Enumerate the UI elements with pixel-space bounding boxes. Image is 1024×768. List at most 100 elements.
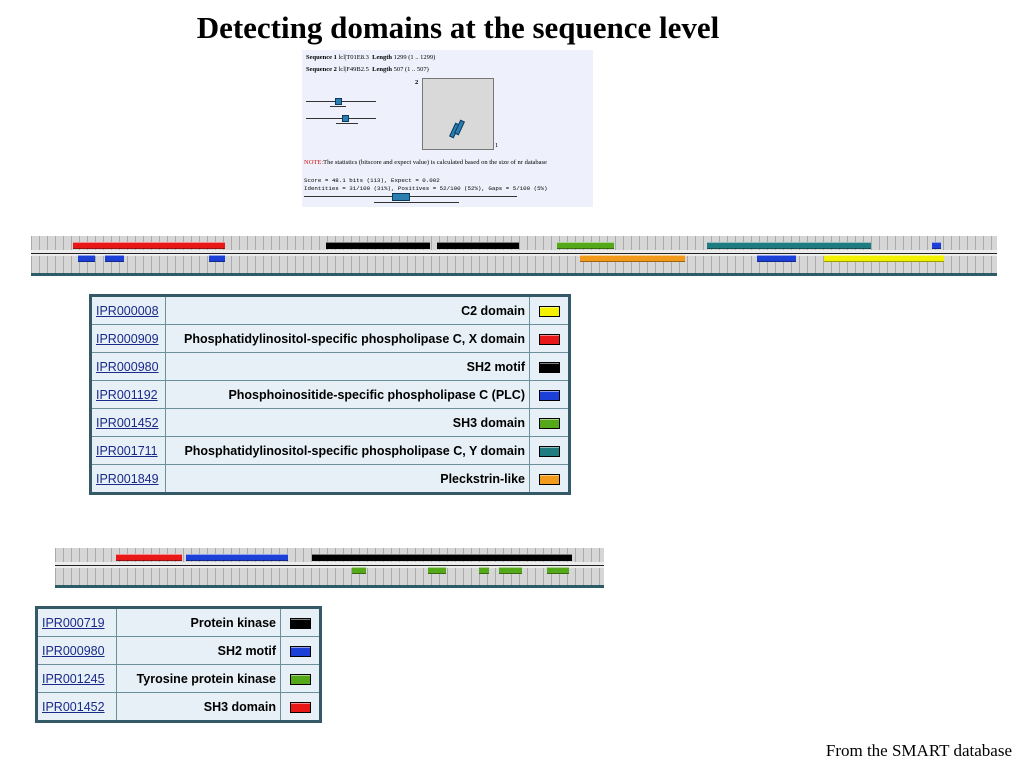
seq1-label: Sequence 1: [306, 54, 337, 61]
seq2-line: [306, 118, 376, 119]
color-swatch-cell: [280, 636, 321, 665]
track-baseline: [31, 273, 997, 276]
interpro-accession-link[interactable]: IPR001245: [35, 664, 118, 693]
interpro-accession-link[interactable]: IPR000719: [35, 607, 118, 637]
domain-track-1: [31, 236, 997, 276]
interpro-accession-link[interactable]: IPR001849: [89, 464, 167, 494]
interpro-accession-link[interactable]: IPR001711: [89, 436, 167, 465]
domain-description: Phosphoinositide-specific phospholipase …: [165, 380, 530, 409]
domain-bar-tyr-kinase-3[interactable]: [479, 567, 489, 574]
interpro-accession-link[interactable]: IPR001452: [35, 692, 118, 722]
interpro-accession-link[interactable]: IPR000909: [89, 324, 167, 353]
color-swatch-cell: [529, 324, 570, 353]
domain-bar-plc-3[interactable]: [209, 255, 225, 262]
domain-bar-tyr-kinase-5[interactable]: [547, 567, 569, 574]
domain-description: Protein kinase: [116, 607, 281, 637]
domain-bar-plc-x[interactable]: [73, 242, 225, 249]
domain-track-2: [55, 548, 604, 588]
domain-bar-sh3[interactable]: [116, 554, 182, 561]
color-swatch-cell: [529, 380, 570, 409]
color-swatch-cell: [280, 664, 321, 693]
note-text: The statistics (bitscore and expect valu…: [323, 159, 547, 166]
domain-description: Pleckstrin-like: [165, 464, 530, 494]
domain-bar-tyr-kinase-4[interactable]: [499, 567, 522, 574]
domain-bar-sh2[interactable]: [186, 554, 288, 561]
alignment-hit-block: [392, 193, 410, 201]
color-swatch-cell: [529, 408, 570, 437]
sequence-axis: [55, 565, 604, 566]
domain-description: C2 domain: [165, 295, 530, 325]
dotplot: [422, 78, 494, 150]
color-swatch-cell: [280, 607, 321, 637]
color-swatch-cell: [529, 464, 570, 494]
domain-bar-plc-1[interactable]: [78, 255, 95, 262]
dotplot-y-label: 2: [415, 79, 419, 86]
domain-bar-tyr-kinase-2[interactable]: [428, 567, 446, 574]
color-swatch-cell: [529, 436, 570, 465]
domain-description: SH2 motif: [116, 636, 281, 665]
color-swatch-cell: [529, 352, 570, 381]
domain-description: SH3 domain: [116, 692, 281, 722]
domain-bar-plc-small[interactable]: [932, 242, 941, 249]
domain-bar-tyr-kinase-1[interactable]: [352, 567, 366, 574]
note-line: NOTE:The statistics (bitscore and expect…: [304, 159, 547, 166]
color-swatch: [538, 389, 560, 401]
domain-description: SH2 motif: [165, 352, 530, 381]
domain-description: SH3 domain: [165, 408, 530, 437]
domain-bar-c2[interactable]: [824, 255, 944, 262]
interpro-accession-link[interactable]: IPR000980: [89, 352, 167, 381]
seq2-length: 507 (1 .. 507): [393, 66, 429, 73]
seq1-hit-block: [335, 98, 342, 105]
seq1-length-label: Length: [372, 54, 392, 61]
color-swatch: [289, 701, 311, 713]
interpro-accession-link[interactable]: IPR001452: [89, 408, 167, 437]
track-baseline: [55, 585, 604, 588]
domain-bar-plc-4[interactable]: [757, 255, 796, 262]
interpro-accession-link[interactable]: IPR001192: [89, 380, 167, 409]
interpro-accession-link[interactable]: IPR000980: [35, 636, 118, 665]
domain-description: Phosphatidylinositol-specific phospholip…: [165, 324, 530, 353]
seq1-hit-underline: [330, 106, 346, 107]
seq2-label: Sequence 2: [306, 66, 337, 73]
slide-title: Detecting domains at the sequence level: [196, 10, 720, 45]
alignment-line-bottom: [374, 202, 459, 203]
color-swatch: [538, 361, 560, 373]
domain-bar-pleckstrin[interactable]: [580, 255, 685, 262]
blast-result-panel: Sequence 1 lcl|T01E8.3 Length 1299 (1 ..…: [302, 50, 593, 207]
color-swatch-cell: [280, 692, 321, 722]
sequence-axis: [31, 253, 997, 254]
domain-description: Phosphatidylinositol-specific phospholip…: [165, 436, 530, 465]
domain-description: Tyrosine protein kinase: [116, 664, 281, 693]
domain-bar-sh2-1[interactable]: [326, 242, 430, 249]
domain-bar-plc-2[interactable]: [105, 255, 124, 262]
color-swatch: [289, 673, 311, 685]
seq2-hit-block: [342, 115, 349, 122]
domain-bar-plc-y[interactable]: [707, 242, 871, 249]
color-swatch: [289, 645, 311, 657]
domain-bar-sh2-2[interactable]: [437, 242, 519, 249]
domain-bar-sh3[interactable]: [557, 242, 614, 249]
seq2-length-label: Length: [372, 66, 392, 73]
score-line: Score = 48.1 bits (113), Expect = 0.002: [304, 177, 440, 184]
alignment-line-top: [304, 196, 517, 197]
sequence-2-info: Sequence 2 lcl|F49B2.5 Length 507 (1 .. …: [306, 66, 429, 73]
interpro-accession-link[interactable]: IPR000008: [89, 295, 167, 325]
note-label: NOTE:: [304, 159, 324, 166]
domain-bar-protein-kinase[interactable]: [312, 554, 572, 561]
color-swatch: [538, 445, 560, 457]
seq2-hit-underline: [336, 123, 358, 124]
seq1-length: 1299 (1 .. 1299): [393, 54, 436, 61]
source-credit: From the SMART database: [825, 741, 1012, 760]
color-swatch: [538, 305, 560, 317]
seq1-id: lcl|T01E8.3: [338, 54, 369, 61]
dotplot-x-label: 1: [495, 142, 499, 149]
